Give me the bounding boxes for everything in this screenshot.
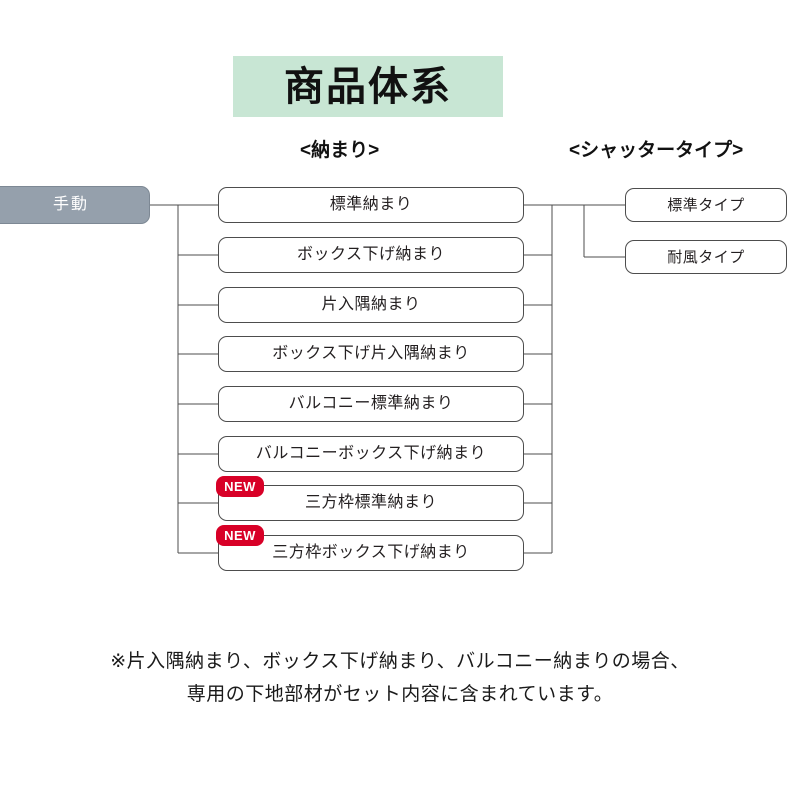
root-node-label: 手動: [52, 196, 89, 213]
column-header-shutter-type: <シャッタータイプ>: [569, 140, 744, 161]
osamari-node-label: 片入隅納まり: [321, 296, 421, 313]
osamari-node-label: ボックス下げ片入隅納まり: [272, 345, 470, 362]
shutter-type-node[interactable]: 耐風タイプ: [625, 240, 787, 274]
new-badge-label: NEW: [224, 528, 256, 543]
osamari-node-label: 標準納まり: [329, 196, 413, 213]
column-header-osamari: <納まり>: [300, 140, 380, 161]
osamari-node[interactable]: 標準納まり: [218, 187, 524, 223]
osamari-node[interactable]: バルコニーボックス下げ納まり: [218, 436, 524, 472]
osamari-node-label: バルコニーボックス下げ納まり: [255, 445, 487, 462]
osamari-node[interactable]: 三方枠ボックス下げ納まり: [218, 535, 524, 571]
shutter-type-node-label: 標準タイプ: [667, 196, 745, 214]
osamari-node-label: バルコニー標準納まり: [288, 395, 454, 412]
new-badge: NEW: [216, 476, 264, 497]
footer-note: ※片入隅納まり、ボックス下げ納まり、バルコニー納まりの場合、 専用の下地部材がセ…: [0, 645, 800, 711]
osamari-node[interactable]: ボックス下げ片入隅納まり: [218, 336, 524, 372]
page-title-chip: 商品体系: [233, 56, 503, 117]
footer-note-line-2: 専用の下地部材がセット内容に含まれています。: [186, 684, 614, 705]
osamari-node-label: ボックス下げ納まり: [296, 246, 446, 263]
osamari-node[interactable]: ボックス下げ納まり: [218, 237, 524, 273]
osamari-node[interactable]: バルコニー標準納まり: [218, 386, 524, 422]
new-badge-label: NEW: [224, 479, 256, 494]
page-title: 商品体系: [284, 64, 452, 109]
shutter-type-node[interactable]: 標準タイプ: [625, 188, 787, 222]
osamari-node[interactable]: 片入隅納まり: [218, 287, 524, 323]
shutter-type-node-label: 耐風タイプ: [667, 248, 745, 266]
new-badge: NEW: [216, 525, 264, 546]
osamari-node-label: 三方枠標準納まり: [304, 494, 437, 511]
root-node-manual[interactable]: 手動: [0, 186, 150, 224]
osamari-node-label: 三方枠ボックス下げ納まり: [272, 544, 470, 561]
footer-note-line-1: ※片入隅納まり、ボックス下げ納まり、バルコニー納まりの場合、: [110, 651, 690, 672]
osamari-node[interactable]: 三方枠標準納まり: [218, 485, 524, 521]
